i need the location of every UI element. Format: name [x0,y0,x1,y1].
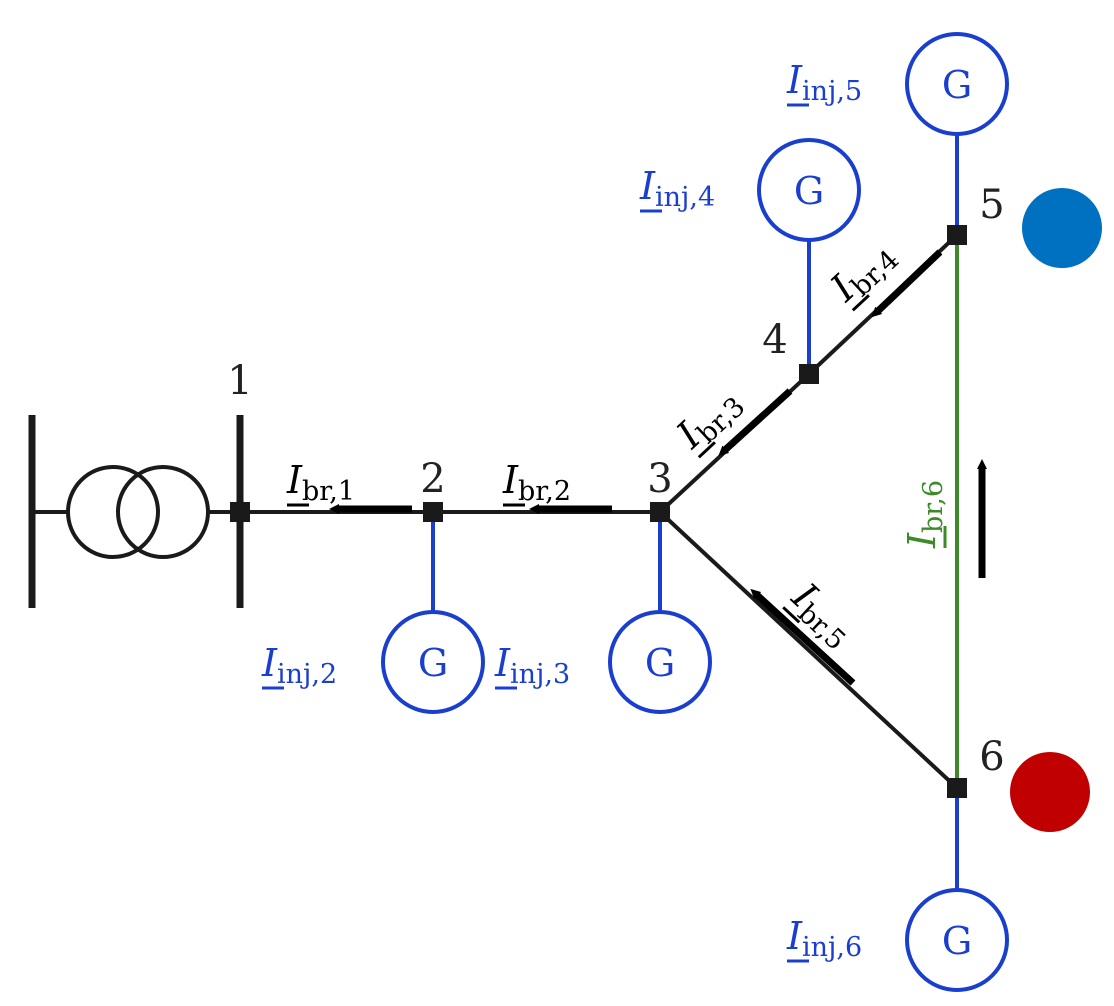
label-br-1: Ibr,1 [286,458,355,507]
generator-icon-3: G [608,610,712,714]
generator-label: G [418,641,448,685]
generator-label: G [942,919,972,963]
label-inj-4: Iinj,4 [639,164,715,213]
transformer-winding-2 [116,465,210,559]
arrow-br-4 [871,249,943,318]
label-inj-6: Iinj,6 [786,914,862,963]
label-br-3: Ibr,3 [667,391,751,459]
svg-text:Ibr,6: Ibr,6 [900,480,949,549]
bus-node-icon-4 [799,364,819,384]
generator-label: G [942,63,972,107]
label-br-2: Ibr,2 [502,458,571,507]
arrow-br-5 [750,588,856,686]
label-inj-5: Iinj,5 [786,58,862,107]
node-labels: 1 2 3 4 5 6 [227,182,1004,780]
node-label-6: 6 [979,734,1004,780]
injection-current-labels: Iinj,2 Iinj,3 Iinj,4 Iinj,5 Iinj,6 [261,58,862,963]
node-label-3: 3 [647,456,672,502]
line-3-6 [658,510,959,790]
label-br-5: Ibr,5 [782,574,851,657]
node-label-5: 5 [979,182,1004,228]
branch-current-labels: Ibr,1 Ibr,2 Ibr,3 Ibr,4 Ibr,5 Ibr,6 [286,244,949,657]
generator-icon-5: G [905,32,1009,136]
label-inj-2: Iinj,2 [261,641,337,690]
generator-icon-6: G [905,888,1009,992]
generator-connectors [431,134,959,890]
bus-nodes [230,225,967,798]
arrow-br-3 [718,388,793,457]
label-br-6: Ibr,6 [900,480,949,549]
bus-node-icon-1 [230,502,250,522]
blue-marker [1022,188,1102,268]
transformer-icon [28,415,244,608]
red-marker [1010,752,1090,832]
generator-label: G [794,169,824,213]
generator-label: G [645,641,675,685]
transformer-winding-1 [66,465,160,559]
generator-icon-2: G [381,610,485,714]
node-label-1: 1 [227,358,252,404]
bus-node-icon-5 [947,225,967,245]
generator-icon-4: G [757,138,861,242]
bus-node-icon-3 [650,502,670,522]
node-label-2: 2 [420,456,445,502]
branch-arrows [329,249,987,686]
bus-node-icon-6 [947,778,967,798]
node-label-4: 4 [762,317,787,363]
bus-node-icon-2 [423,502,443,522]
label-inj-3: Iinj,3 [494,641,570,690]
